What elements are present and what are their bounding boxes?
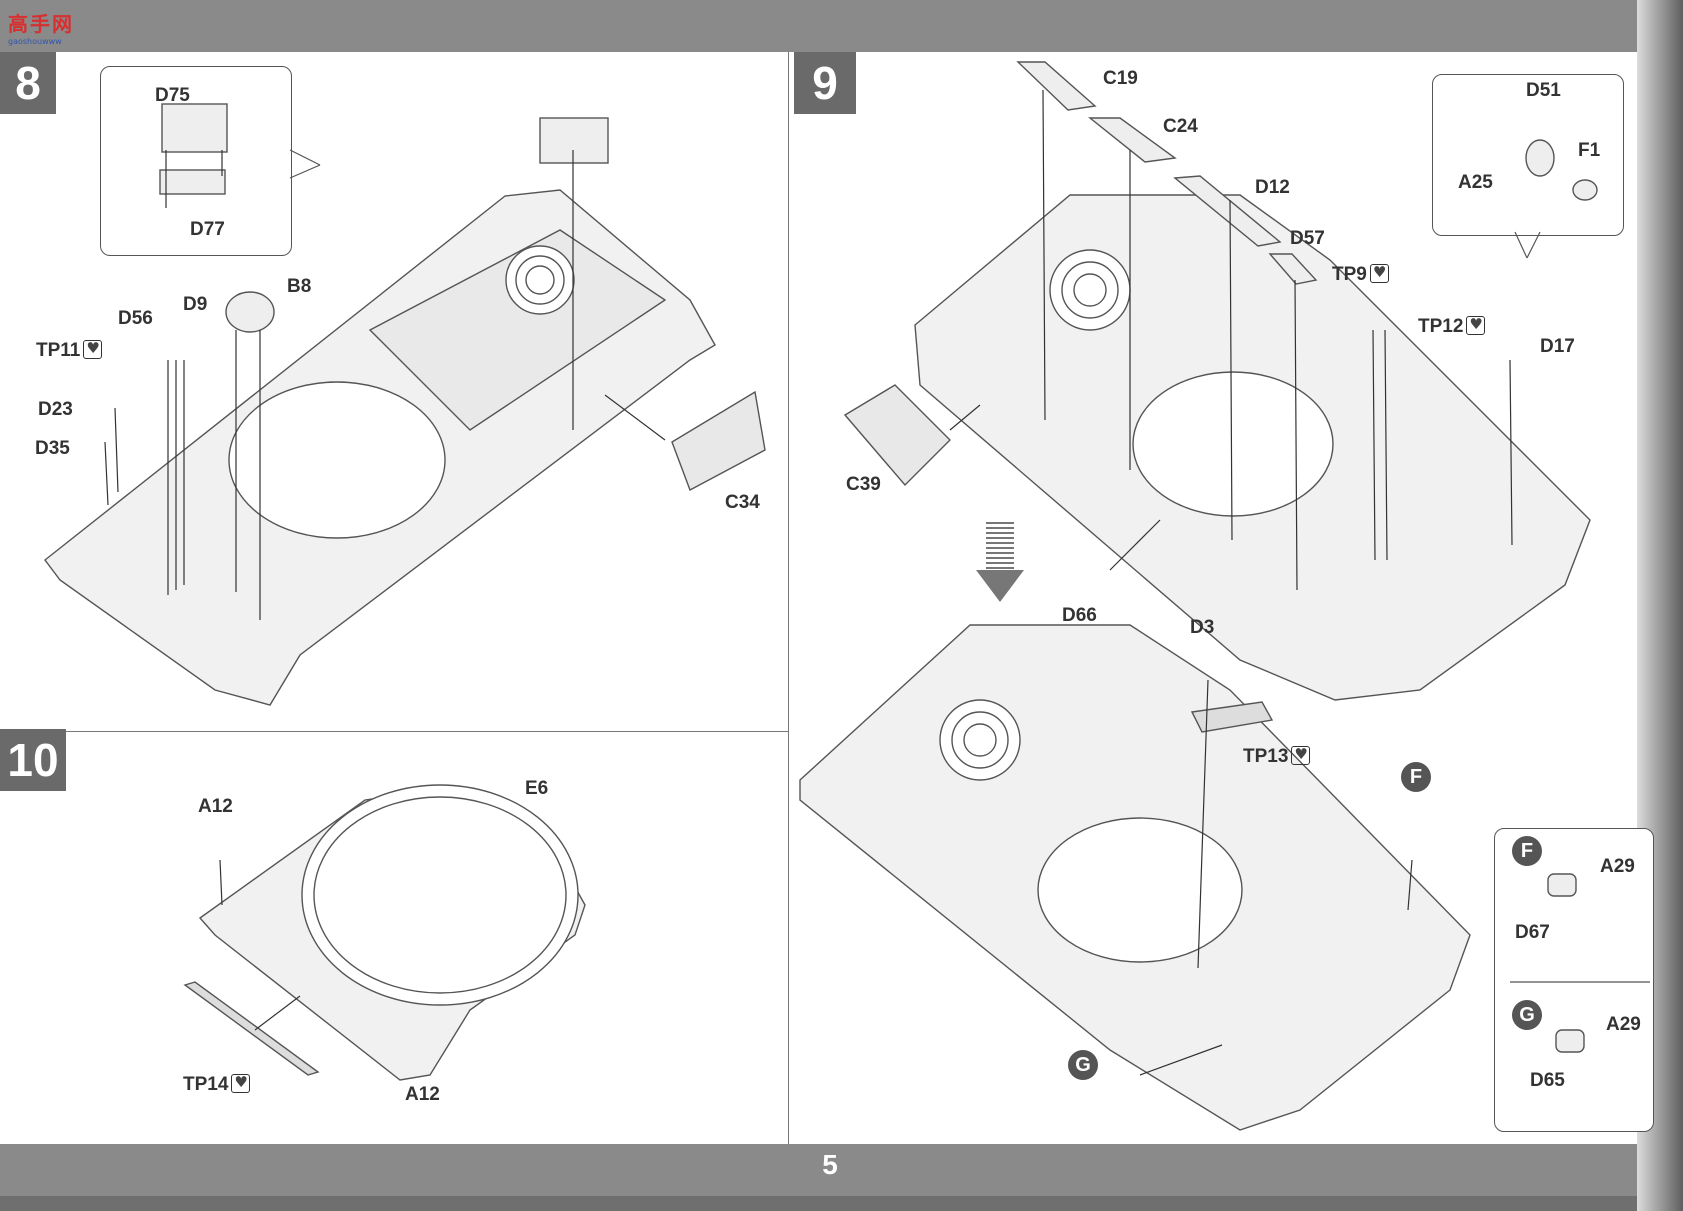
label-D57: D57 — [1290, 228, 1325, 249]
label-D75: D75 — [155, 85, 190, 106]
label-B8: B8 — [287, 276, 312, 297]
photo-etch-icon — [231, 1073, 251, 1093]
strip-D57 — [1268, 253, 1318, 285]
label-TP14-text: TP14 — [183, 1074, 229, 1095]
part-D77 — [159, 169, 226, 195]
grille-C34 — [671, 390, 766, 491]
label-TP14: TP14 — [183, 1073, 251, 1096]
part-D75 — [161, 103, 228, 153]
label-D23: D23 — [38, 399, 73, 420]
watermark-subtext: gaoshouwww — [8, 37, 62, 46]
engine-deck-step8 — [368, 229, 667, 431]
step-10-number: 10 — [0, 729, 66, 791]
turret-ring-step10 — [301, 784, 579, 1006]
strip-C19 — [1016, 61, 1097, 111]
strip-C24 — [1088, 117, 1177, 163]
part-B8 — [225, 291, 275, 333]
part-A25 — [1525, 139, 1555, 177]
detail-marker-G: G — [1512, 1000, 1542, 1030]
label-A12-top: A12 — [198, 796, 233, 817]
label-E6: E6 — [525, 778, 549, 799]
photo-etch-icon — [1369, 263, 1389, 283]
down-arrow-icon — [976, 570, 1024, 602]
vertical-divider — [788, 52, 789, 1144]
label-D12: D12 — [1255, 177, 1290, 198]
label-F1: F1 — [1578, 140, 1601, 161]
box-part-step8 — [539, 117, 609, 164]
label-A29-F: A29 — [1600, 856, 1635, 877]
label-D65: D65 — [1530, 1070, 1565, 1091]
turret-ring-step9 — [1132, 371, 1334, 517]
marker-F: F — [1401, 762, 1431, 792]
part-A29-F — [1547, 873, 1577, 897]
part-F1 — [1572, 179, 1598, 201]
label-TP13-text: TP13 — [1243, 746, 1289, 767]
strip-TP14 — [183, 981, 320, 1076]
label-C24: C24 — [1163, 116, 1198, 137]
part-TP13 — [1190, 701, 1274, 733]
label-TP12: TP12 — [1418, 315, 1486, 338]
label-D9: D9 — [183, 294, 208, 315]
photo-etch-icon — [1291, 745, 1311, 765]
turret-ring-step8 — [228, 381, 446, 539]
label-TP9: TP9 — [1332, 263, 1389, 286]
down-arrow-hatch — [986, 522, 1014, 570]
part-A29-G — [1555, 1029, 1585, 1053]
turret-ring-step9-lower — [1037, 817, 1243, 963]
label-A29-G: A29 — [1606, 1014, 1641, 1035]
label-C39: C39 — [846, 474, 881, 495]
label-TP13: TP13 — [1243, 745, 1311, 768]
photo-etch-icon — [1466, 315, 1486, 335]
label-TP9-text: TP9 — [1332, 264, 1367, 285]
label-A25: A25 — [1458, 172, 1493, 193]
bottom-frame-bar — [0, 1144, 1683, 1196]
grille-C39 — [843, 384, 951, 487]
step-9-number: 9 — [794, 52, 856, 114]
page-number: 5 — [822, 1149, 838, 1180]
label-A12-bottom: A12 — [405, 1084, 440, 1105]
label-D56: D56 — [118, 308, 153, 329]
label-D51: D51 — [1526, 80, 1561, 101]
label-D77: D77 — [190, 219, 225, 240]
horizontal-divider — [0, 731, 788, 732]
detail-marker-F: F — [1512, 836, 1542, 866]
label-D66: D66 — [1062, 605, 1097, 626]
top-frame-bar — [0, 0, 1683, 52]
label-D3: D3 — [1190, 617, 1215, 638]
step-8-detail-callout — [100, 66, 292, 256]
label-TP11: TP11 — [36, 339, 103, 362]
label-C34: C34 — [725, 492, 760, 513]
label-D35: D35 — [35, 438, 70, 459]
label-TP11-text: TP11 — [36, 340, 81, 361]
label-D17: D17 — [1540, 336, 1575, 357]
marker-G: G — [1068, 1050, 1098, 1080]
watermark-text: 高手网 — [8, 12, 74, 36]
photo-etch-icon — [83, 339, 103, 359]
watermark-logo: 高手网 gaoshouwww — [8, 8, 74, 46]
label-TP12-text: TP12 — [1418, 316, 1464, 337]
step-8-number: 8 — [0, 52, 56, 114]
bottom-strip — [0, 1196, 1683, 1211]
label-C19: C19 — [1103, 68, 1138, 89]
label-D67: D67 — [1515, 922, 1550, 943]
